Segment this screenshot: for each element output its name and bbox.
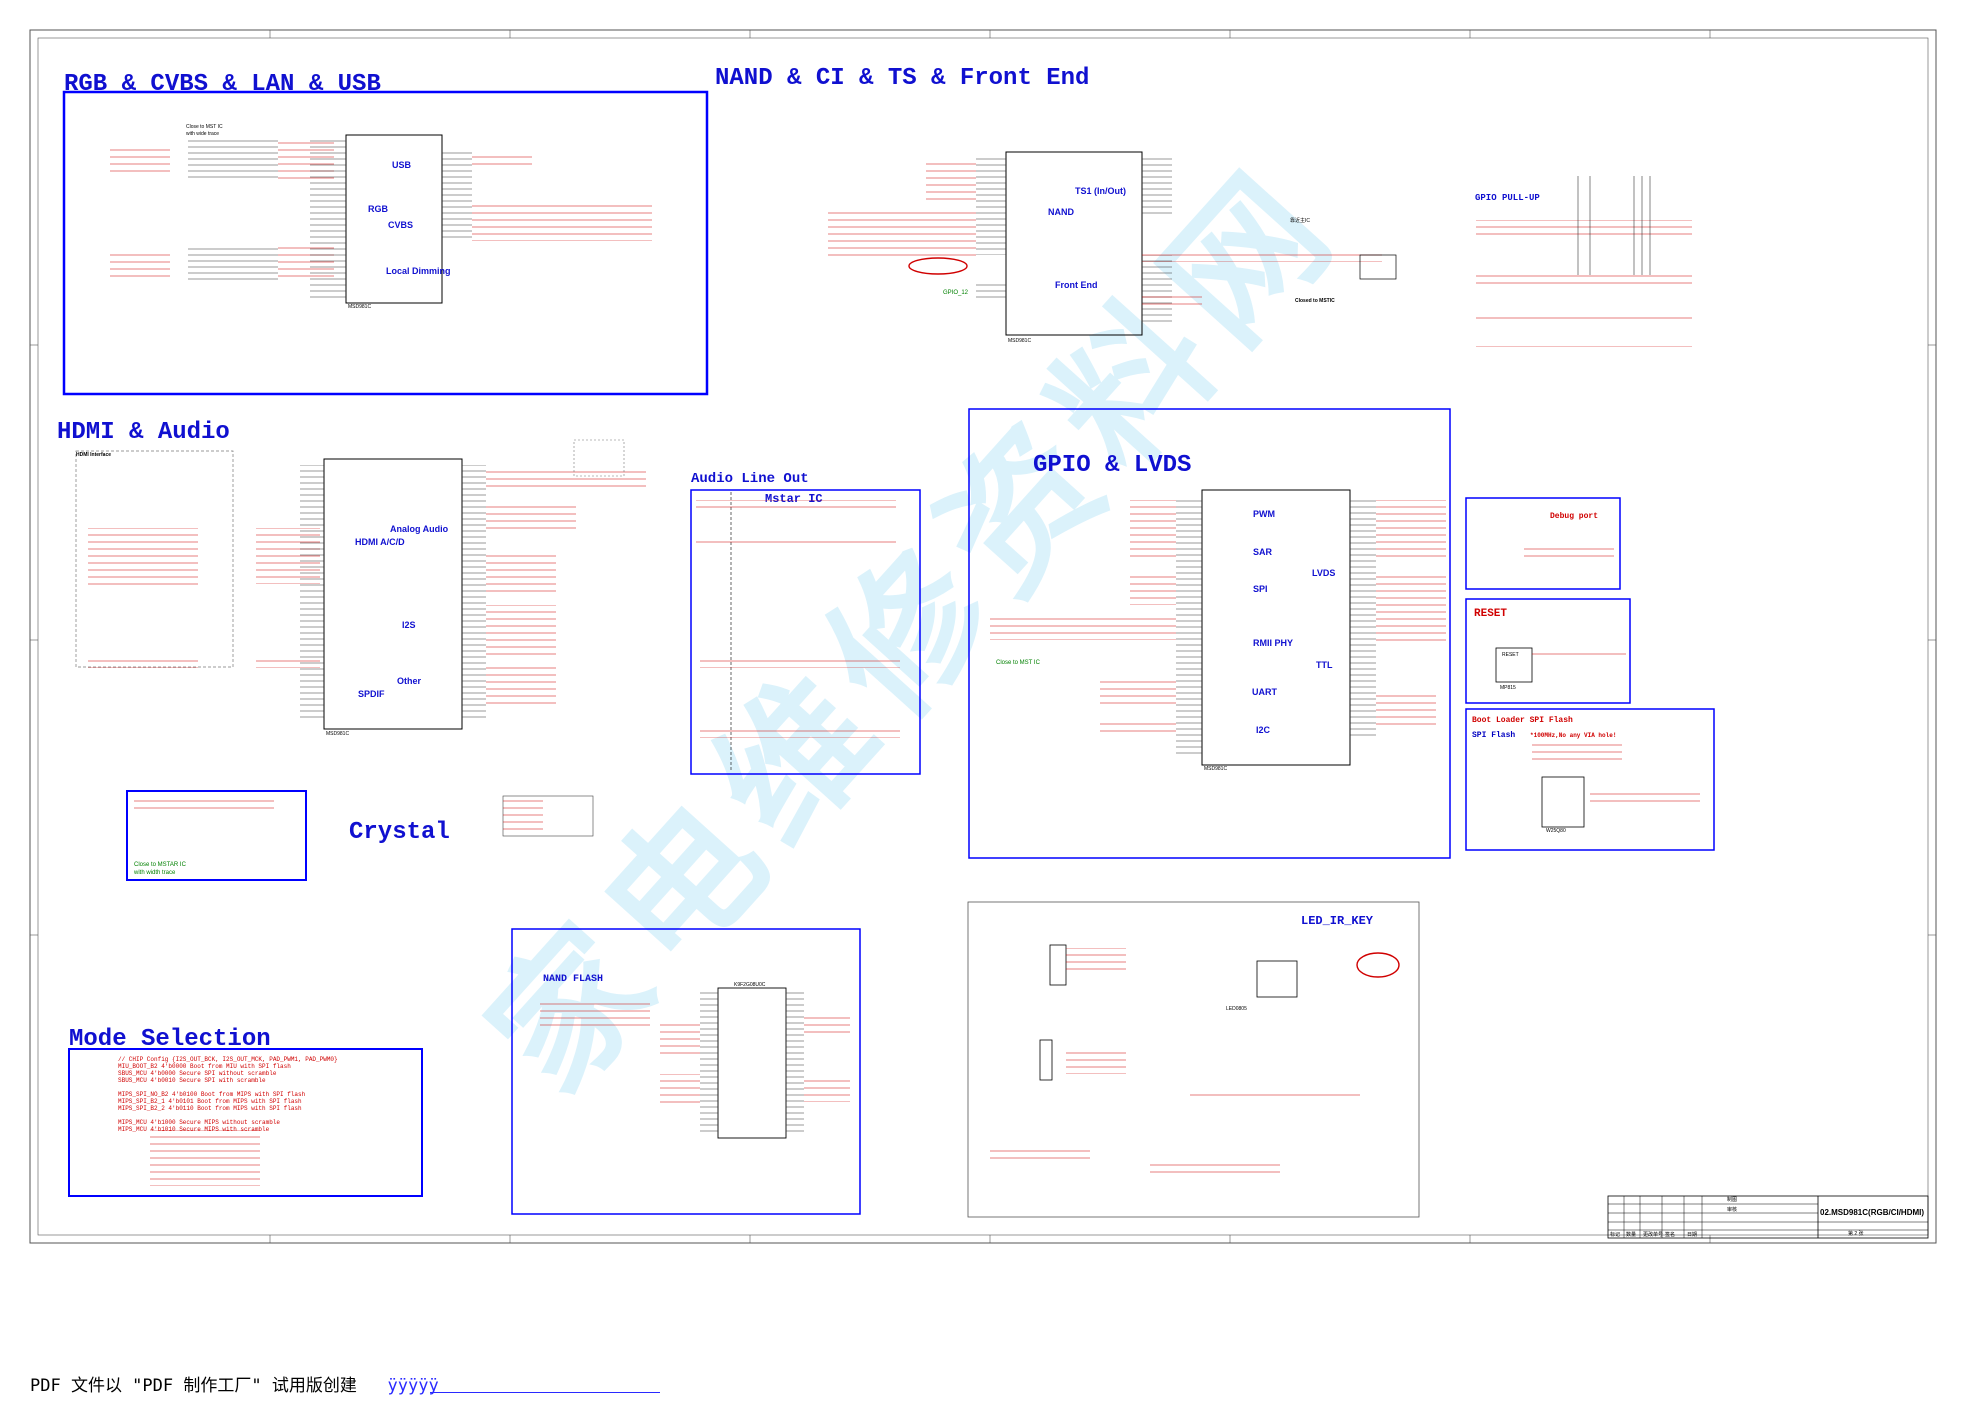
ic-label-local-dimming: Local Dimming — [386, 266, 451, 276]
title-block: 制图 审核 02.MSD981C(RGB/CI/HDMI) 第 2 张 标记数量… — [1607, 1195, 1929, 1239]
boot-loader-title: Boot Loader SPI Flash — [1472, 716, 1573, 725]
ic-label-spdif: SPDIF — [358, 689, 385, 699]
close-mstar-note: Close to MSTAR IC — [134, 862, 187, 868]
u2-part-number: MSD981C — [1008, 338, 1031, 344]
title-cell-label: 签名 — [1665, 1231, 1675, 1238]
closed-mstic-note: Closed to MSTIC — [1295, 298, 1335, 304]
close-mstar-note-2: with width trace — [133, 870, 176, 876]
hdmi-audio-block: HDMI Interface MSD981C HDMI A/C/D Analog… — [75, 439, 646, 737]
pdf-footer-caption: PDF 文件以 "PDF 制作工厂" 试用版创建 — [30, 1376, 357, 1396]
ic-label-pwm: PWM — [1253, 509, 1275, 519]
mode-config-lines: // CHIP Config {I2S_OUT_BCK, I2S_OUT_MCK… — [118, 1056, 338, 1133]
sheet-number: 第 2 张 — [1848, 1230, 1864, 1237]
u3-part-number: MSD981C — [326, 731, 349, 737]
mode-config-line: // CHIP Config {I2S_OUT_BCK, I2S_OUT_MCK… — [118, 1056, 338, 1063]
title-check-label: 审核 — [1727, 1206, 1737, 1213]
mode-config-line: SBUS_MCU 4'b0000 Secure SPI without scra… — [118, 1070, 277, 1077]
crystal-block: Close to MSTAR IC with width trace — [126, 790, 594, 881]
drawing-title: 02.MSD981C(RGB/CI/HDMI) — [1820, 1208, 1924, 1217]
ic-label-front-end: Front End — [1055, 280, 1098, 290]
boot-loader-block: Boot Loader SPI Flash SPI Flash *100MHz,… — [1465, 708, 1715, 851]
u4-part-number: MSD981C — [1204, 766, 1227, 772]
spi-part-number: W25Q80 — [1546, 828, 1566, 834]
gpio-pullup-block: GPIO PULL-UP — [1475, 176, 1692, 352]
debug-port-block: Debug port — [1465, 497, 1621, 590]
ic-label-nand: NAND — [1048, 207, 1074, 217]
u1-part-number: MSD981C — [348, 304, 371, 310]
gpio12-net: GPIO_12 — [943, 290, 969, 296]
section-title-crystal: Crystal — [349, 819, 450, 846]
rgb-cvbs-block: Close to MST IC with wide trace MSD981C … — [62, 90, 709, 396]
reset-title: RESET — [1474, 608, 1507, 620]
ic-label-other: Other — [397, 676, 422, 686]
ic-label-sar: SAR — [1253, 547, 1273, 557]
title-cells: 标记数量更改单号签名 日期 — [1610, 1231, 1697, 1238]
ic-label-hdmi-acd: HDMI A/C/D — [355, 537, 405, 547]
nand-flash-title: NAND FLASH — [543, 974, 603, 985]
nand-ci-block: MSD981C NAND TS1 (In/Out) Front End GPIO… — [828, 151, 1397, 344]
sheet-frame — [29, 29, 1937, 1244]
mode-config-line: MIPS_MCU 4'b1010 Secure MIPS with scramb… — [118, 1126, 270, 1133]
ic-label-analog-audio: Analog Audio — [390, 524, 449, 534]
section-title-hdmi: HDMI & Audio — [57, 419, 230, 446]
title-cell-label: 标记 — [1610, 1231, 1620, 1238]
ic-label-i2c: I2C — [1256, 725, 1271, 735]
mode-config-line: MIU_BOOT_B2 4'b0000 Boot from MIU with S… — [118, 1063, 291, 1070]
ic-label-lvds: LVDS — [1312, 568, 1335, 578]
ic-label-spi: SPI — [1253, 584, 1268, 594]
spi-flash-note: *100MHz,No any VIA hole! — [1530, 732, 1616, 739]
ic-label-i2s: I2S — [402, 620, 416, 630]
ic-label-ttl: TTL — [1316, 660, 1333, 670]
ic-label-rmii: RMII PHY — [1253, 638, 1293, 648]
nand-flash-block: NAND FLASH K9F2G08U0C — [511, 928, 861, 1215]
mode-config-line: MIPS_MCU 4'b1000 Secure MIPS without scr… — [118, 1119, 280, 1126]
close-mst-wide-note: with wide trace — [186, 131, 219, 137]
reset-part-number: MP815 — [1500, 685, 1516, 691]
hdmi-interface-label: HDMI Interface — [76, 452, 111, 458]
section-title-nand: NAND & CI & TS & Front End — [715, 65, 1089, 92]
pdf-footer-underline — [430, 1392, 660, 1393]
title-cell-label: 日期 — [1687, 1232, 1697, 1238]
mode-selection-block: // CHIP Config {I2S_OUT_BCK, I2S_OUT_MCK… — [68, 1048, 423, 1197]
led-ir-key-title: LED_IR_KEY — [1301, 914, 1374, 928]
ic-label-usb: USB — [392, 160, 412, 170]
pdf-footer-text: PDF 文件以 "PDF 制作工厂" 试用版创建 ÿÿÿÿÿ — [30, 1371, 439, 1396]
led-ir-key-block: LED_IR_KEY LED0805 — [967, 901, 1420, 1218]
audio-line-out-block: Audio Line Out Mstar IC — [690, 471, 921, 775]
ic-label-rgb: RGB — [368, 204, 389, 214]
mode-config-line: MIPS_SPI_NO_B2 4'b0100 Boot from MIPS wi… — [118, 1091, 306, 1098]
debug-port-title: Debug port — [1550, 512, 1598, 521]
section-title-rgb: RGB & CVBS & LAN & USB — [64, 71, 381, 98]
close-mst-ic-note: Close to MST IC — [996, 660, 1041, 666]
ic-label-uart: UART — [1252, 687, 1277, 697]
mode-config-line: SBUS_MCU 4'b0010 Secure SPI with scrambl… — [118, 1077, 266, 1084]
section-title-gpio: GPIO & LVDS — [1033, 452, 1191, 479]
ic-label-cvbs: CVBS — [388, 220, 413, 230]
pdf-footer-link[interactable]: ÿÿÿÿÿ — [387, 1376, 439, 1396]
title-cell-label: 更改单号 — [1643, 1231, 1663, 1238]
reset-block: RESET RESET MP815 — [1465, 598, 1631, 704]
spi-flash-title: SPI Flash — [1472, 731, 1515, 740]
audio-line-out-title: Audio Line Out — [691, 471, 809, 487]
close-mst-note: Close to MST IC — [186, 124, 223, 130]
led-part-number: LED0805 — [1226, 1006, 1247, 1012]
mode-config-line: MIPS_SPI_B2_1 4'b0101 Boot from MIPS wit… — [118, 1098, 302, 1105]
reset-ic-label: RESET — [1502, 652, 1519, 658]
gpio-pullup-title: GPIO PULL-UP — [1475, 193, 1540, 203]
near-main-ic-note: 靠近主IC — [1290, 217, 1310, 224]
title-cell-label: 数量 — [1626, 1231, 1636, 1238]
gpio-lvds-block: MSD981C PWM SAR SPI RMII PHY LVDS TTL UA… — [968, 408, 1451, 859]
title-draw-label: 制图 — [1727, 1196, 1737, 1203]
mode-config-line: MIPS_SPI_B2_2 4'b0110 Boot from MIPS wit… — [118, 1105, 302, 1112]
ic-label-ts1: TS1 (In/Out) — [1075, 186, 1126, 196]
flash-part-number: K9F2G08U0C — [734, 982, 766, 988]
